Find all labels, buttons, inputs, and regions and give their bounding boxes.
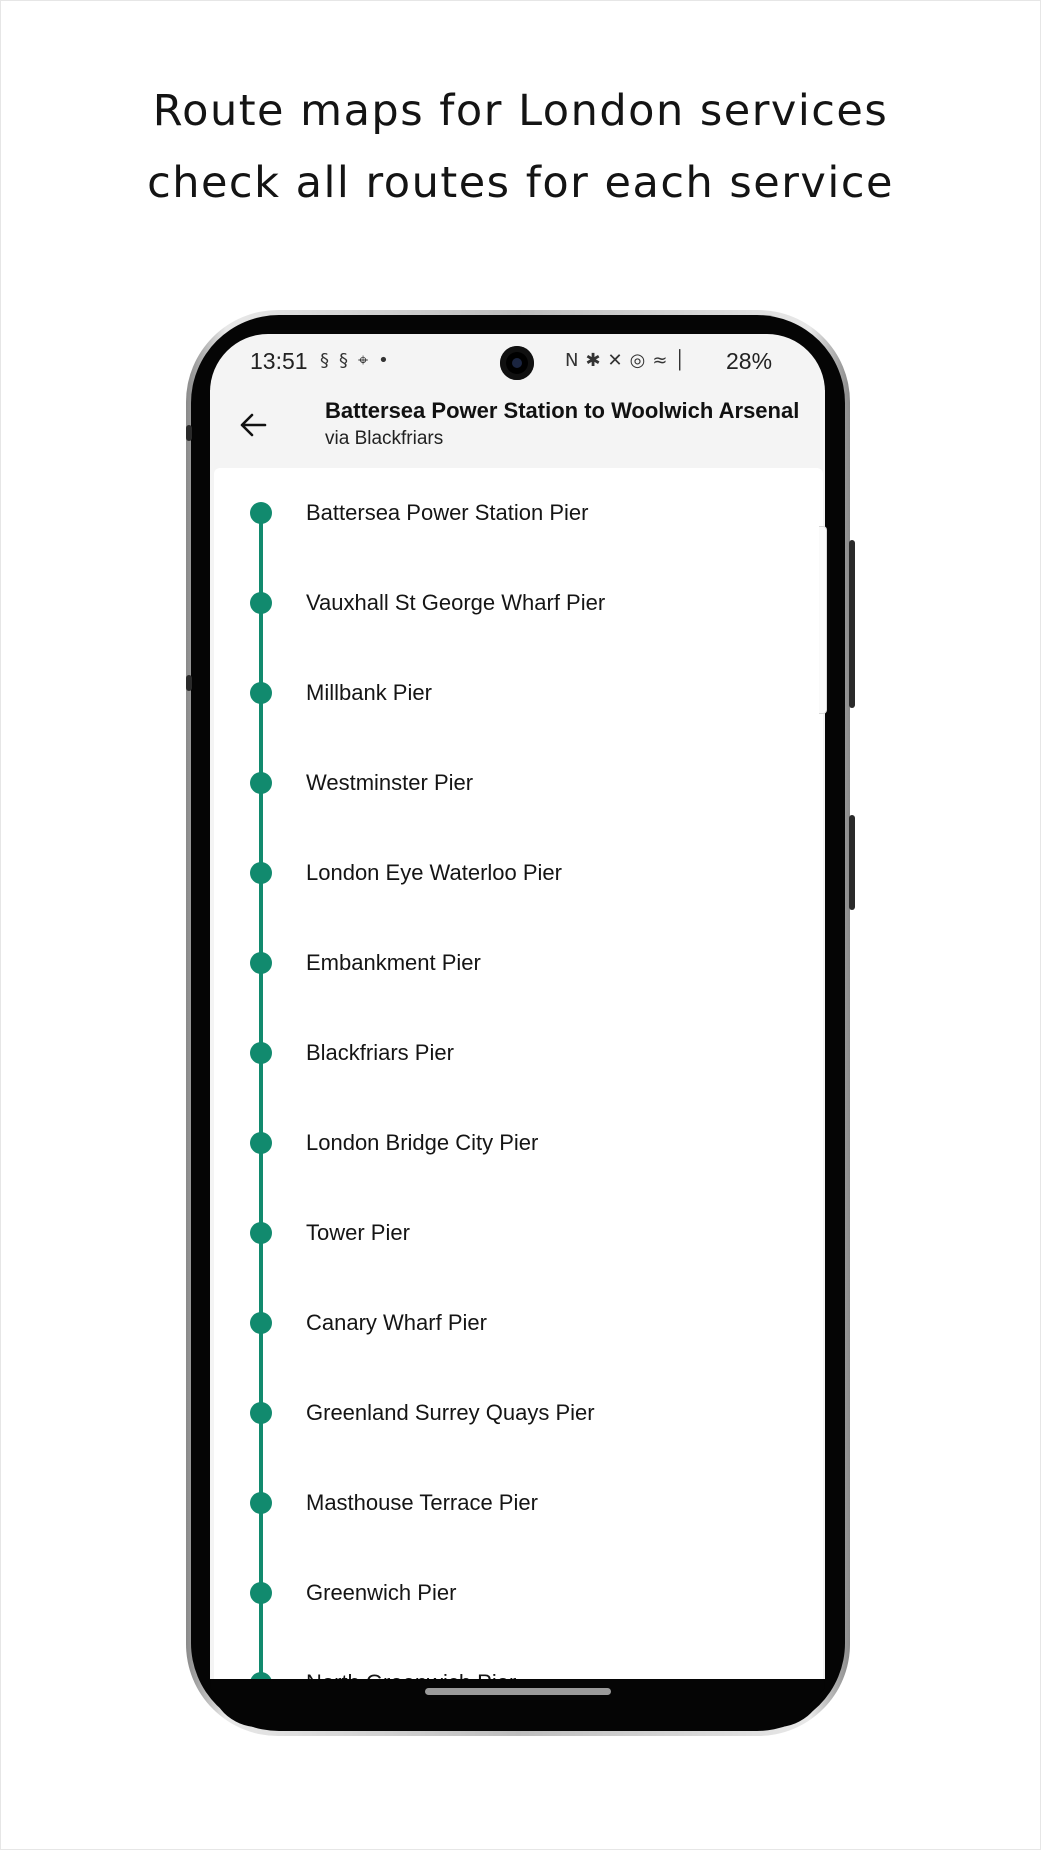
stop-item[interactable]: Embankment Pier (214, 918, 823, 1008)
stop-dot-icon (250, 1222, 272, 1244)
stop-dot-icon (250, 1402, 272, 1424)
stop-name: Tower Pier (306, 1220, 410, 1245)
stop-name: Battersea Power Station Pier (306, 500, 589, 525)
scroll-edge (819, 526, 827, 714)
stop-item[interactable]: Masthouse Terrace Pier (214, 1458, 823, 1548)
stop-item[interactable]: Westminster Pier (214, 738, 823, 828)
stop-item[interactable]: Canary Wharf Pier (214, 1278, 823, 1368)
battery-level: 28% (726, 348, 773, 374)
promo-headline: Route maps for London services (152, 86, 889, 136)
promo-subheadline: check all routes for each service (147, 158, 894, 208)
status-time: 13:51 (250, 348, 308, 374)
route-line (259, 512, 263, 1679)
bottom-bezel (210, 1679, 825, 1727)
stop-dot-icon (250, 592, 272, 614)
stop-dot-icon (250, 772, 272, 794)
system-status-icons: N✱✕◎≈│ (565, 350, 693, 371)
stop-name: Blackfriars Pier (306, 1040, 454, 1065)
stop-dot-icon (250, 1132, 272, 1154)
stop-item[interactable]: Battersea Power Station Pier (214, 468, 823, 558)
stop-name: Canary Wharf Pier (306, 1310, 487, 1335)
stop-item[interactable]: London Eye Waterloo Pier (214, 828, 823, 918)
stop-item[interactable]: Blackfriars Pier (214, 1008, 823, 1098)
route-title: Battersea Power Station to Woolwich Arse… (325, 398, 800, 423)
power-button (849, 540, 855, 708)
stop-name: Vauxhall St George Wharf Pier (306, 590, 606, 615)
home-indicator[interactable] (425, 1688, 611, 1695)
stop-item[interactable]: North Greenwich Pier (214, 1638, 823, 1679)
stop-dot-icon (250, 1492, 272, 1514)
app-bar: Battersea Power Station to Woolwich Arse… (210, 390, 825, 468)
stop-name: London Bridge City Pier (306, 1130, 539, 1155)
stop-item[interactable]: Greenland Surrey Quays Pier (214, 1368, 823, 1458)
stop-item[interactable]: Greenwich Pier (214, 1548, 823, 1638)
stop-item[interactable]: Tower Pier (214, 1188, 823, 1278)
notification-icons: §§⌖• (320, 350, 399, 371)
stop-name: Greenwich Pier (306, 1580, 457, 1605)
stop-dot-icon (250, 952, 272, 974)
stop-name: North Greenwich Pier (306, 1670, 516, 1679)
stop-item[interactable]: London Bridge City Pier (214, 1098, 823, 1188)
stop-dot-icon (250, 862, 272, 884)
stop-item[interactable]: Millbank Pier (214, 648, 823, 738)
back-button[interactable] (230, 402, 276, 448)
front-camera (500, 346, 534, 380)
stop-dot-icon (250, 1312, 272, 1334)
stop-dot-icon (250, 1672, 272, 1679)
stop-dot-icon (250, 682, 272, 704)
stop-name: Millbank Pier (306, 680, 432, 705)
stop-name: Westminster Pier (306, 770, 474, 795)
status-bar: 13:51 §§⌖• N✱✕◎≈│ 28% (210, 334, 825, 390)
stop-name: Embankment Pier (306, 950, 481, 975)
stop-item[interactable]: Vauxhall St George Wharf Pier (214, 558, 823, 648)
arrow-left-icon (240, 413, 267, 437)
side-button-left (186, 425, 192, 441)
stop-name: Greenland Surrey Quays Pier (306, 1400, 595, 1425)
phone-screen: 13:51 §§⌖• N✱✕◎≈│ 28% Battersea Power St… (210, 334, 825, 1679)
stop-dot-icon (250, 1042, 272, 1064)
stop-dot-icon (250, 502, 272, 524)
stop-name: Masthouse Terrace Pier (306, 1490, 538, 1515)
side-button-left-2 (186, 675, 192, 691)
volume-button (849, 815, 855, 910)
stop-dot-icon (250, 1582, 272, 1604)
stop-name: London Eye Waterloo Pier (306, 860, 562, 885)
route-subtitle: via Blackfriars (325, 428, 444, 449)
